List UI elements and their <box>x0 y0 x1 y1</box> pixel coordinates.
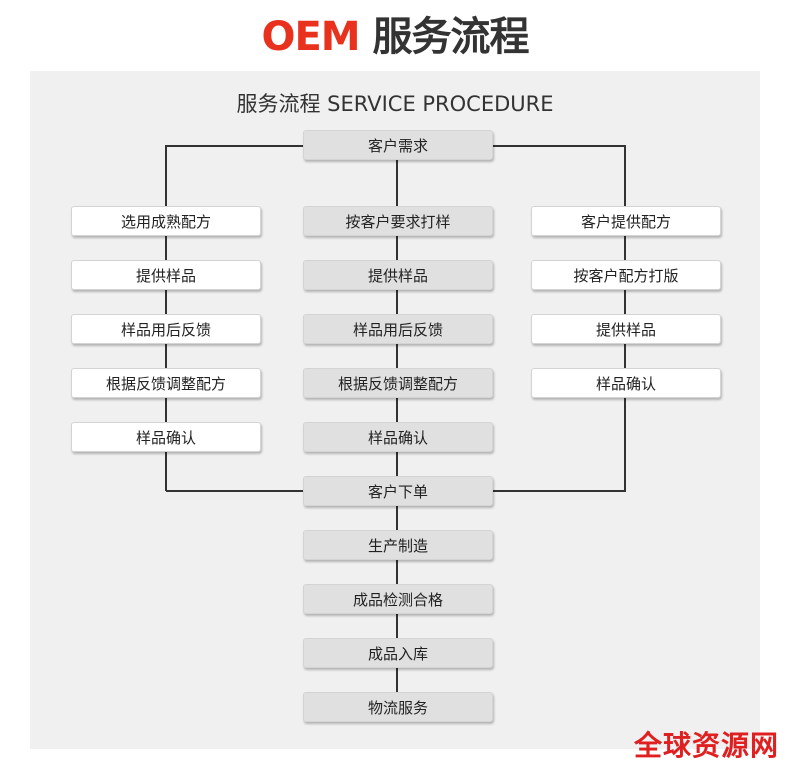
left-step: 选用成熟配方 <box>71 206 261 236</box>
right-step: 提供样品 <box>531 314 721 344</box>
right-step: 按客户配方打版 <box>531 260 721 290</box>
bottom-step: 生产制造 <box>303 530 493 560</box>
connector <box>493 490 626 492</box>
bottom-step: 成品检测合格 <box>303 584 493 614</box>
center-step: 按客户要求打样 <box>303 206 493 236</box>
right-step: 客户提供配方 <box>531 206 721 236</box>
left-step: 样品确认 <box>71 422 261 452</box>
left-step: 提供样品 <box>71 260 261 290</box>
connector <box>493 145 626 147</box>
page-title: OEM 服务流程 <box>261 14 529 60</box>
left-step: 样品用后反馈 <box>71 314 261 344</box>
center-step: 样品确认 <box>303 422 493 452</box>
center-step: 根据反馈调整配方 <box>303 368 493 398</box>
bottom-step: 物流服务 <box>303 692 493 722</box>
connector <box>166 490 303 492</box>
right-step: 样品确认 <box>531 368 721 398</box>
step-customer-demand: 客户需求 <box>303 130 493 160</box>
bottom-step: 客户下单 <box>303 476 493 506</box>
center-step: 样品用后反馈 <box>303 314 493 344</box>
watermark: 全球资源网 <box>634 729 780 762</box>
bottom-step: 成品入库 <box>303 638 493 668</box>
connector <box>166 145 303 147</box>
flowchart-subtitle: 服务流程 SERVICE PROCEDURE <box>236 92 554 116</box>
center-step: 提供样品 <box>303 260 493 290</box>
flowchart-panel <box>30 71 760 749</box>
left-step: 根据反馈调整配方 <box>71 368 261 398</box>
